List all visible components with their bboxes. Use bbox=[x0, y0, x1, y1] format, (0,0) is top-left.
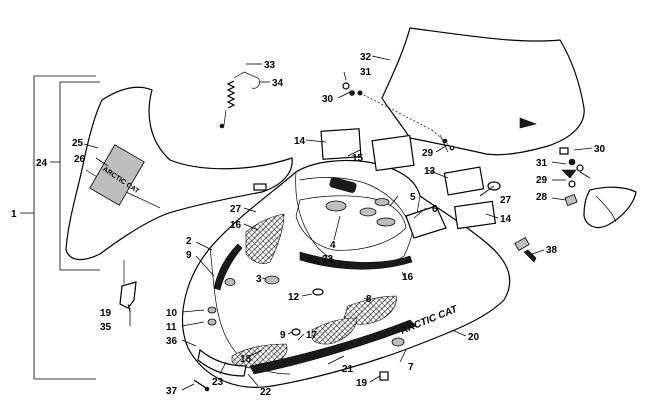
mirror-assembly bbox=[559, 147, 637, 229]
windshield-decal-icon bbox=[519, 117, 538, 129]
callout-22: 22 bbox=[260, 387, 272, 398]
callout-11: 11 bbox=[166, 322, 177, 333]
assembly-bracket-24 bbox=[50, 81, 100, 271]
callout-labels: 1 2 3 4 5 6 7 8 9 9 10 11 12 13 14 14 15… bbox=[11, 52, 606, 398]
side-panel-decal bbox=[89, 144, 145, 206]
hood-stripe-side bbox=[299, 251, 413, 270]
hood-louver-4 bbox=[374, 198, 390, 206]
callout-1: 1 bbox=[11, 209, 17, 220]
wire-connector bbox=[514, 236, 537, 263]
hood-plug-7 bbox=[391, 337, 405, 347]
hood-headlight-housing bbox=[329, 177, 357, 193]
decal-15 bbox=[371, 134, 415, 172]
callout-33: 33 bbox=[264, 60, 276, 71]
lower-clip bbox=[379, 371, 389, 381]
callout-25: 25 bbox=[72, 138, 84, 149]
assembly-bracket-1 bbox=[20, 75, 96, 380]
callout-18: 18 bbox=[240, 354, 252, 365]
hood-plug-9 bbox=[291, 328, 301, 336]
callout-35: 35 bbox=[100, 322, 112, 333]
callout-27-right: 27 bbox=[500, 195, 512, 206]
windshield bbox=[359, 27, 585, 156]
decal-14-upper bbox=[320, 128, 362, 160]
callout-31-right: 31 bbox=[536, 158, 548, 169]
callout-29-center: 29 bbox=[422, 148, 434, 159]
decal-6 bbox=[405, 205, 447, 239]
callout-6: 6 bbox=[432, 204, 438, 215]
hood-stripe-lower bbox=[249, 319, 417, 375]
side-bracket bbox=[119, 260, 137, 309]
callout-28: 28 bbox=[536, 192, 548, 203]
callout-16-lower: 16 bbox=[402, 272, 414, 283]
hood-louver-2 bbox=[359, 207, 377, 217]
hood-louver-1 bbox=[325, 200, 347, 212]
callout-38: 38 bbox=[546, 245, 558, 256]
callout-20: 20 bbox=[468, 332, 480, 343]
callout-36: 36 bbox=[166, 336, 178, 347]
callout-19-lower: 19 bbox=[356, 378, 368, 389]
callout-7: 7 bbox=[408, 362, 414, 373]
callout-21: 21 bbox=[342, 364, 354, 375]
hood-recess bbox=[295, 195, 407, 251]
hood-plug-12 bbox=[312, 288, 324, 296]
leader-lines bbox=[83, 55, 593, 391]
callout-19-left: 19 bbox=[100, 308, 112, 319]
decal-14-lower bbox=[453, 200, 497, 230]
callout-12: 12 bbox=[288, 292, 300, 303]
callout-4: 4 bbox=[330, 240, 336, 251]
callout-23-lower: 23 bbox=[212, 377, 224, 388]
callout-32: 32 bbox=[360, 52, 372, 63]
front-screw bbox=[193, 379, 210, 392]
callout-15: 15 bbox=[352, 153, 364, 164]
callout-9-upper: 9 bbox=[186, 250, 192, 261]
callout-29-right: 29 bbox=[536, 175, 548, 186]
callout-23-upper: 23 bbox=[322, 254, 334, 265]
callout-16-upper: 16 bbox=[230, 220, 242, 231]
callout-30-left: 30 bbox=[322, 94, 334, 105]
hood-plug-2 bbox=[224, 278, 236, 286]
hood-stripe-top bbox=[213, 243, 243, 291]
windshield-hardware-left bbox=[342, 82, 363, 96]
callout-27-left: 27 bbox=[230, 204, 242, 215]
callout-5: 5 bbox=[410, 192, 416, 203]
callout-17: 17 bbox=[306, 330, 318, 341]
hood-plug-11 bbox=[207, 318, 217, 326]
decals bbox=[320, 128, 497, 239]
hood-plug-3 bbox=[264, 275, 280, 285]
callout-10: 10 bbox=[166, 308, 178, 319]
side-panel-clip bbox=[253, 183, 267, 191]
callout-31-left: 31 bbox=[360, 67, 372, 78]
callout-13: 13 bbox=[424, 166, 436, 177]
callout-8: 8 bbox=[366, 294, 372, 305]
callout-34: 34 bbox=[272, 78, 284, 89]
hood-front-bumper bbox=[197, 348, 247, 377]
hood-louver-3 bbox=[376, 217, 396, 227]
hood-plug-10 bbox=[207, 306, 217, 314]
callout-9-lower: 9 bbox=[280, 330, 286, 341]
hood-vent-front bbox=[311, 317, 357, 345]
spring-cable bbox=[219, 71, 260, 129]
callout-14-lower: 14 bbox=[500, 214, 512, 225]
callout-26: 26 bbox=[74, 154, 86, 165]
callout-14-upper: 14 bbox=[294, 136, 306, 147]
windshield-hardware-center bbox=[439, 134, 455, 153]
hood-vent-left bbox=[245, 213, 285, 264]
callout-3: 3 bbox=[256, 274, 262, 285]
callout-2: 2 bbox=[186, 236, 192, 247]
callout-30-right: 30 bbox=[594, 144, 606, 155]
callout-37: 37 bbox=[166, 386, 178, 397]
decal-13 bbox=[443, 166, 485, 196]
callout-24: 24 bbox=[36, 158, 48, 169]
